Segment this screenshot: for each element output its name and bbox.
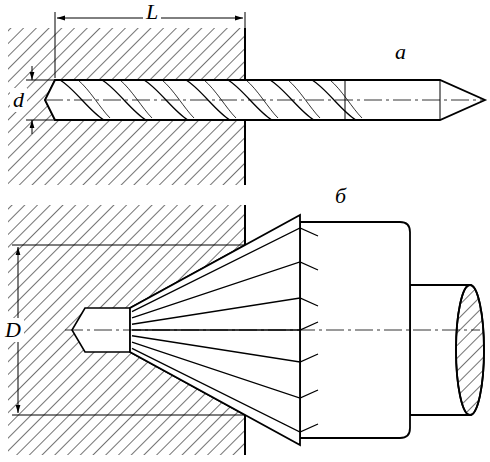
drill-flute (162, 80, 194, 118)
dimension-label: D (2, 318, 24, 342)
drill-flute (120, 80, 152, 118)
figure-letter: a (392, 40, 409, 64)
drill-flute (204, 80, 236, 118)
drill-flute (330, 80, 362, 118)
figure-letter: б (332, 184, 349, 208)
cutting-tooth (132, 298, 318, 324)
cutting-tooth (132, 342, 318, 398)
dimension-label: d (10, 88, 27, 112)
drill-flute (186, 80, 230, 120)
drill-flute (288, 80, 320, 118)
drill-flute (78, 80, 110, 118)
dimension-label: L (143, 0, 161, 24)
drill-flute (102, 80, 146, 120)
cutting-tooth (132, 348, 318, 432)
cutting-tooth (132, 336, 318, 362)
cutting-tooth (132, 322, 318, 330)
drill-flute (270, 80, 314, 120)
drill-flute (312, 80, 356, 120)
twist-drill (45, 80, 485, 120)
drill-flute (246, 80, 278, 118)
drill-flute (228, 80, 272, 120)
drill-flute (144, 80, 188, 120)
drill-flute (60, 80, 104, 120)
